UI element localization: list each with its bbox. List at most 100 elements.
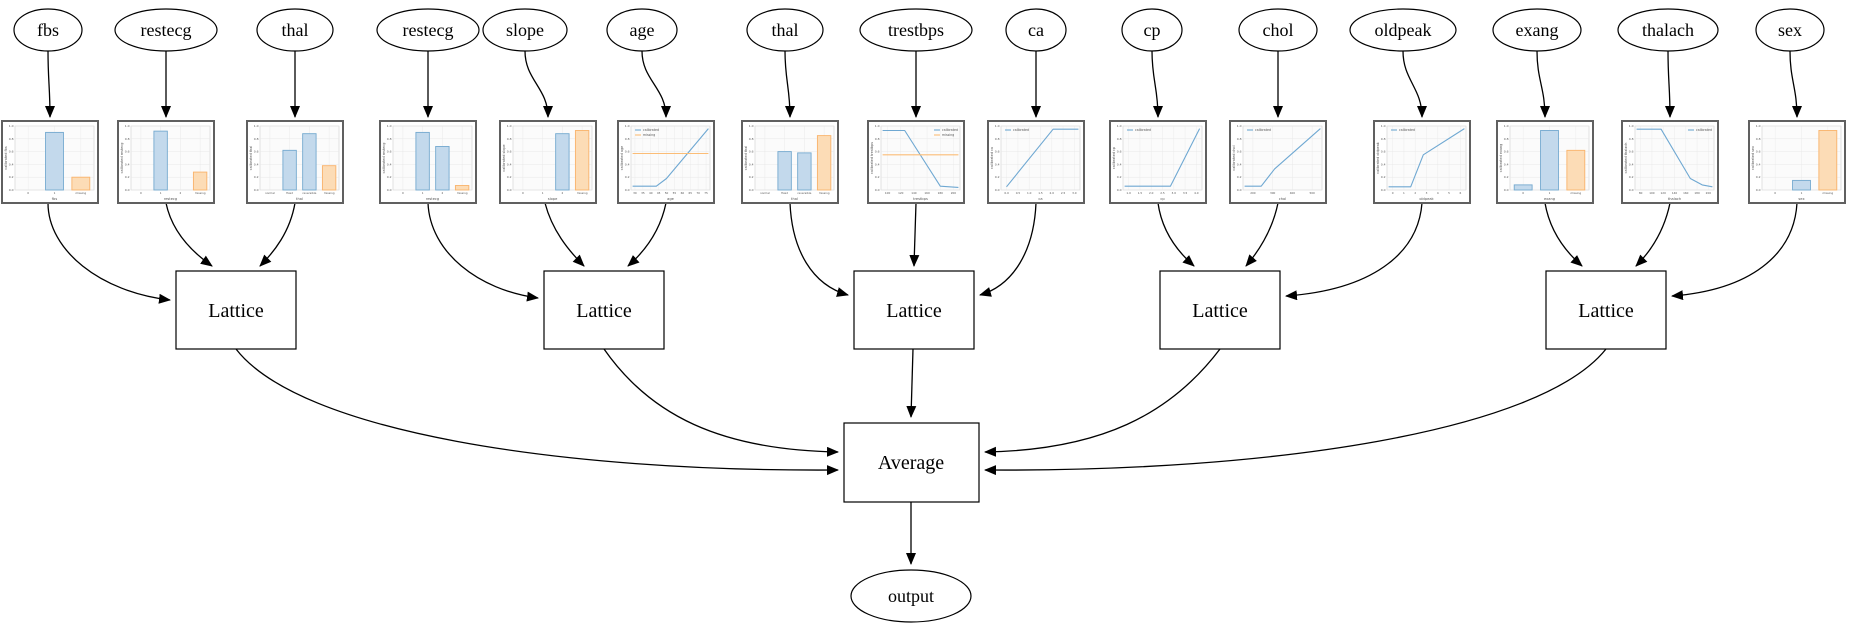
- y-tick-label: 0.4: [1237, 162, 1242, 166]
- feature-label: chol: [1263, 20, 1294, 40]
- y-tick-label: 0.8: [507, 137, 512, 141]
- y-tick-label: 1.0: [9, 124, 14, 128]
- lattice-node-4: Lattice: [1159, 270, 1281, 350]
- x-tick-label: 1.0: [1126, 191, 1131, 195]
- x-tick-label: 0: [140, 191, 142, 195]
- y-tick-label: 0.4: [1756, 162, 1761, 166]
- lattice-label: Lattice: [1578, 300, 1634, 322]
- legend-label: missing: [942, 133, 954, 137]
- y-tick-label: 0.6: [875, 150, 880, 154]
- y-tick-label: 0.0: [1756, 188, 1761, 192]
- y-tick-label: 1.0: [1117, 124, 1122, 128]
- x-tick-label: 2.5: [1160, 191, 1165, 195]
- bar-1: [153, 130, 168, 191]
- y-tick-label: 0.2: [1756, 175, 1761, 179]
- feature-label: sex: [1778, 20, 1802, 40]
- y-tick-label: 0.8: [995, 137, 1000, 141]
- x-axis-label: cp: [1160, 197, 1165, 201]
- y-tick-label: 0.8: [125, 137, 130, 141]
- bar-0: [1513, 184, 1533, 191]
- x-tick-label: missing: [819, 191, 830, 195]
- feature-ellipse: [1755, 8, 1825, 52]
- x-tick-label: 0: [1774, 191, 1776, 195]
- x-tick-label: 65: [688, 191, 692, 195]
- edge-calibrator-to-lattice: [1544, 202, 1583, 267]
- lattice-label: Lattice: [208, 300, 264, 322]
- x-tick-label: 100: [885, 191, 891, 195]
- y-tick-label: 0.8: [9, 137, 14, 141]
- y-tick-label: 0.2: [9, 175, 14, 179]
- lattice-box: [543, 270, 665, 350]
- x-tick-label: 35: [641, 191, 645, 195]
- y-tick-label: 0.0: [1237, 188, 1242, 192]
- feature-label: age: [630, 20, 655, 40]
- x-tick-label: 100: [1649, 191, 1655, 195]
- x-tick-label: 0: [522, 191, 524, 195]
- edge-calibrator-to-lattice: [165, 202, 213, 267]
- feature-label: fbs: [37, 20, 59, 40]
- y-axis-label: calibrated ca: [990, 147, 994, 169]
- x-axis-label: slope: [548, 197, 558, 201]
- x-tick-label: 80: [1639, 191, 1643, 195]
- x-axis-label: oldpeak: [1419, 197, 1434, 201]
- x-tick-label: 45: [657, 191, 661, 195]
- x-tick-label: 1: [422, 191, 424, 195]
- x-tick-label: 0.5: [1016, 191, 1021, 195]
- average-label: Average: [878, 452, 944, 474]
- feature-node-restecg-3: restecg: [376, 8, 480, 52]
- feature-ellipse: [1617, 8, 1719, 52]
- x-tick-label: 1: [542, 191, 544, 195]
- feature-label: trestbps: [888, 20, 944, 40]
- y-tick-label: 0.0: [749, 188, 754, 192]
- x-tick-label: 70: [696, 191, 700, 195]
- x-tick-label: missing: [324, 191, 335, 195]
- y-tick-label: 1.0: [387, 124, 392, 128]
- series-line-calibrated: [882, 129, 959, 188]
- edge-calibrator-to-lattice: [627, 202, 667, 267]
- y-tick-label: 0.2: [995, 175, 1000, 179]
- legend-label: calibrated: [1135, 128, 1151, 132]
- y-tick-label: 0.4: [1381, 162, 1386, 166]
- y-tick-label: 0.6: [125, 150, 130, 154]
- y-tick-label: 0.8: [387, 137, 392, 141]
- feature-ellipse: [1238, 8, 1318, 52]
- y-axis-label: calibrated exang: [1499, 144, 1503, 173]
- y-axis-label: calibrated sex: [1751, 146, 1755, 170]
- feature-label: restecg: [403, 20, 454, 40]
- y-tick-label: 1.0: [749, 124, 754, 128]
- y-tick-label: 0.8: [749, 137, 754, 141]
- average-node: Average: [843, 422, 980, 503]
- y-tick-label: 0.4: [125, 162, 130, 166]
- x-tick-label: 140: [1672, 191, 1678, 195]
- y-tick-label: 0.0: [507, 188, 512, 192]
- x-tick-label: 300: [1270, 191, 1276, 195]
- x-tick-label: 3.0: [1072, 191, 1077, 195]
- y-axis-label: calibrated oldpeak: [1376, 142, 1380, 174]
- bar-reversible: [797, 152, 812, 191]
- y-tick-label: 0.2: [507, 175, 512, 179]
- y-tick-label: 0.4: [1504, 162, 1509, 166]
- feature-label: thal: [772, 20, 799, 40]
- series-line-calibrated: [1636, 128, 1713, 188]
- y-tick-label: 1.0: [254, 124, 259, 128]
- x-axis-label: restecg: [426, 197, 439, 201]
- x-tick-label: 400: [1290, 191, 1296, 195]
- x-tick-label: missing: [457, 191, 468, 195]
- edge-feature-to-calibrator: [1789, 50, 1802, 118]
- x-tick-label: 2.0: [1050, 191, 1055, 195]
- bar-fixed: [282, 149, 297, 191]
- feature-ellipse: [859, 8, 973, 52]
- feature-node-ca-8: ca: [1005, 8, 1067, 52]
- y-tick-label: 0.0: [254, 188, 259, 192]
- x-axis-label: fbs: [52, 197, 58, 201]
- lattice-node-3: Lattice: [853, 270, 975, 350]
- x-tick-label: fixed: [286, 191, 293, 195]
- x-tick-label: 60: [681, 191, 685, 195]
- x-tick-label: normal: [265, 191, 275, 195]
- y-tick-label: 0.0: [9, 188, 14, 192]
- lattice-box: [1159, 270, 1281, 350]
- y-axis-label: calibrated trestbps: [870, 142, 874, 174]
